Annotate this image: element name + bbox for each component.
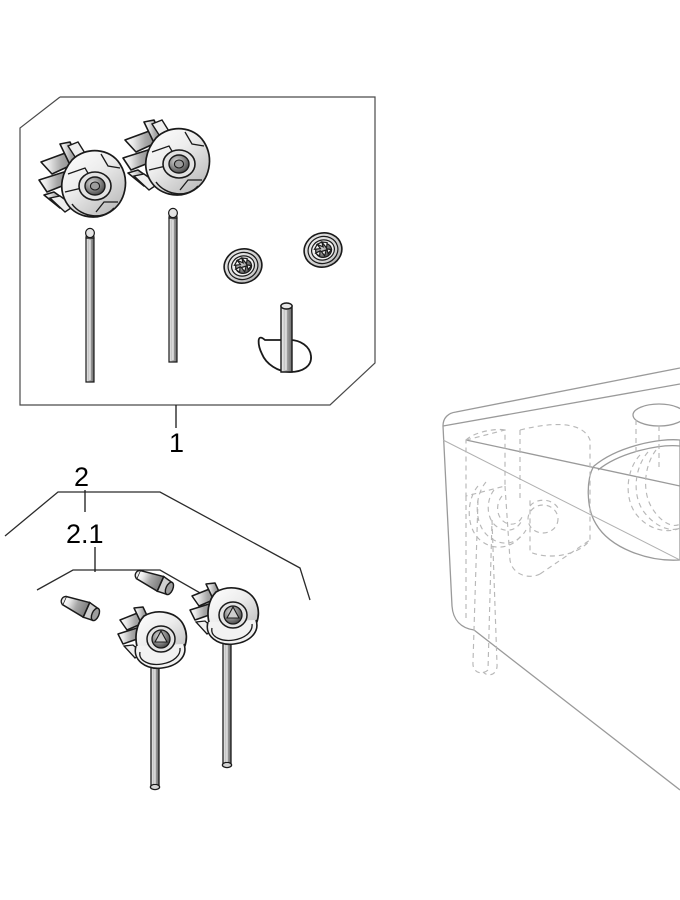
part-threaded-rod-left — [84, 227, 95, 383]
part-pin-with-wire-retainer — [257, 302, 312, 373]
ceramic-washbasin-outline — [442, 367, 680, 791]
part-mounted-rod-right — [221, 635, 233, 769]
callout-2-label: 2 — [74, 462, 89, 492]
group-2-bracket-frame: 2 — [4, 462, 311, 601]
part-knurled-cap-washer-left — [223, 248, 263, 284]
part-mounted-rod-left — [149, 659, 161, 791]
part-spacer-sleeve-right — [134, 569, 175, 596]
part-anchor-bracket-assembly-right — [122, 119, 211, 196]
part-mounting-bracket-right — [189, 582, 260, 646]
callout-1-label: 1 — [169, 428, 184, 458]
part-spacer-sleeve-left — [60, 595, 101, 622]
callout-1: 1 — [169, 405, 184, 458]
group-1-bracket-frame — [19, 96, 376, 406]
tap-hole — [632, 403, 680, 427]
part-anchor-bracket-assembly-left — [38, 141, 127, 218]
part-mounting-bracket-left — [117, 606, 188, 670]
callout-2-1-label: 2.1 — [66, 519, 104, 549]
part-knurled-cap-washer-right — [303, 232, 343, 268]
part-threaded-rod-right — [168, 207, 179, 363]
